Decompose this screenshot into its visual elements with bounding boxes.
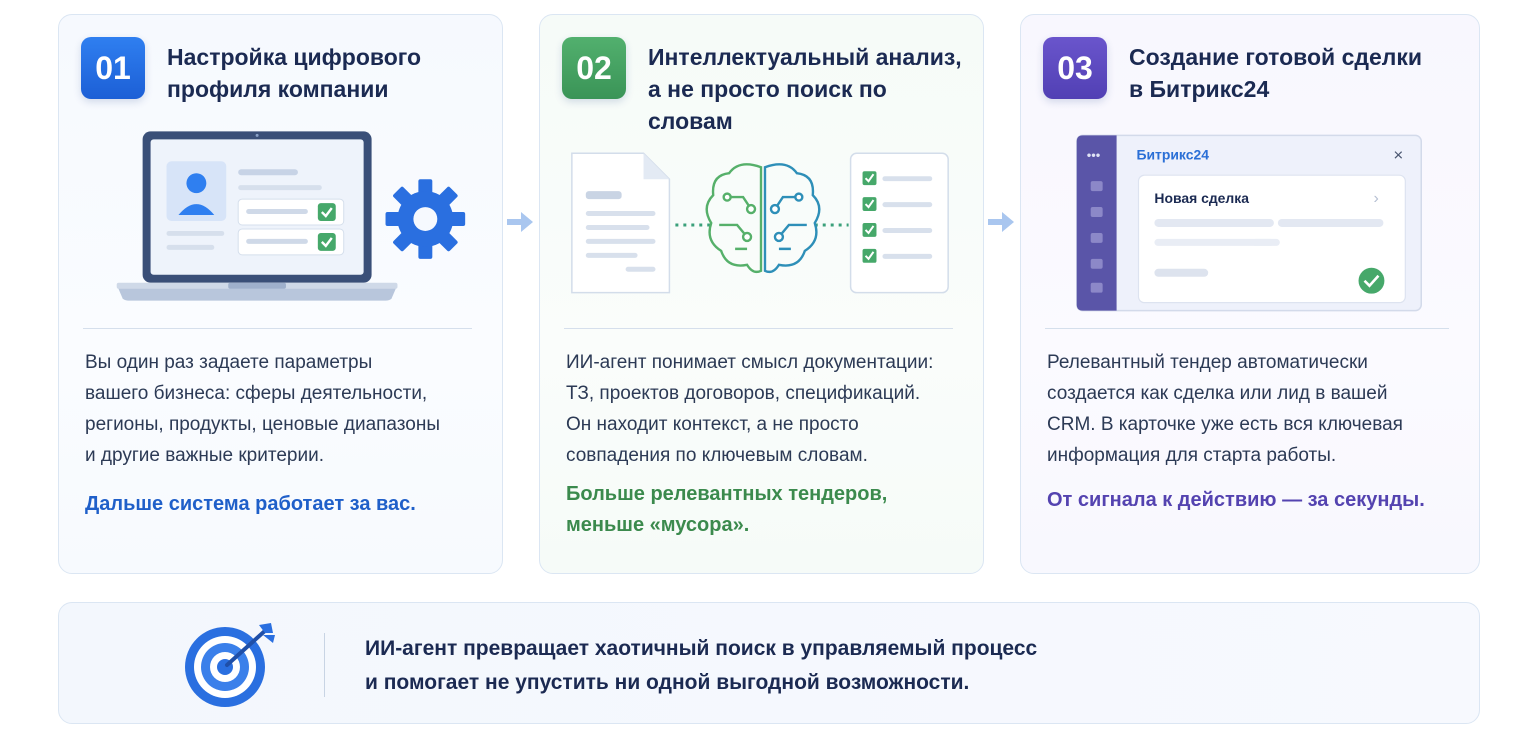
step-number-badge: 01: [81, 37, 145, 99]
step-card-1: 01 Настройка цифрового профиля компании: [58, 14, 503, 574]
arrow-right-icon: [988, 212, 1014, 232]
description-line: совпадения по ключевым словам.: [566, 445, 868, 466]
summary-line: и помогает не упустить ни одной выгодной…: [365, 671, 970, 694]
step-card-2: 02 Интеллектуальный анализ, а не просто …: [539, 14, 984, 574]
brain-icon: [705, 163, 821, 274]
accent-line: меньше «мусора».: [566, 514, 750, 536]
step-description: Релевантный тендер автоматически создает…: [1047, 347, 1447, 471]
step-title-line: Настройка цифрового: [167, 44, 422, 70]
divider: [83, 328, 472, 329]
accent-line: Дальше система работает за вас.: [85, 493, 416, 515]
step-card-3: 03 Создание готовой сделки в Битрикс24 •…: [1020, 14, 1480, 574]
step-title-line: а не просто поиск по словам: [648, 76, 887, 134]
step-title: Интеллектуальный анализ, а не просто пои…: [648, 41, 978, 137]
summary-line: ИИ-агент превращает хаотичный поиск в уп…: [365, 637, 1038, 660]
chevron-right-icon: ›: [1373, 190, 1378, 207]
analysis-illustration: [571, 152, 949, 294]
description-line: Релевантный тендер автоматически: [1047, 352, 1368, 373]
step-title: Настройка цифрового профиля компании: [167, 41, 497, 105]
summary-text: ИИ-агент превращает хаотичный поиск в уп…: [365, 632, 1265, 700]
description-line: CRM. В карточке уже есть вся ключевая: [1047, 414, 1403, 435]
step-title-line: в Битрикс24: [1129, 76, 1270, 102]
summary-banner: ИИ-агент превращает хаотичный поиск в уп…: [58, 602, 1480, 724]
description-line: Вы один раз задаете параметры: [85, 352, 373, 373]
crm-window-icon: ••• Битрикс24 × Новая сделка ›: [1076, 134, 1422, 312]
deal-card-title: Новая сделка: [1154, 190, 1249, 206]
accent-line: От сигнала к действию — за секунды.: [1047, 489, 1425, 511]
check-circle-icon: [1358, 267, 1385, 294]
step-number-badge: 03: [1043, 37, 1107, 99]
description-line: ИИ-агент понимает смысл документации:: [566, 352, 934, 373]
divider: [564, 328, 953, 329]
step-title: Создание готовой сделки в Битрикс24: [1129, 41, 1459, 105]
step-number-badge: 02: [562, 37, 626, 99]
close-icon: ×: [1393, 145, 1403, 164]
step-accent: Дальше система работает за вас.: [85, 489, 485, 520]
step-accent: От сигнала к действию — за секунды.: [1047, 485, 1447, 516]
step-description: Вы один раз задаете параметры вашего биз…: [85, 347, 485, 471]
crm-app-name: Битрикс24: [1136, 146, 1209, 162]
description-line: информация для старта работы.: [1047, 445, 1337, 466]
description-line: и другие важные критерии.: [85, 445, 324, 466]
check-icon: [317, 203, 336, 251]
description-line: ТЗ, проектов договоров, спецификаций.: [566, 383, 921, 404]
description-line: создается как сделка или лид в вашей: [1047, 383, 1388, 404]
step-title-line: профиля компании: [167, 76, 389, 102]
document-icon: [571, 152, 671, 294]
divider: [324, 633, 325, 697]
checklist-icon: [849, 152, 949, 294]
description-line: регионы, продукты, ценовые диапазоны: [85, 414, 440, 435]
accent-line: Больше релевантных тендеров,: [566, 483, 888, 505]
step-title-line: Интеллектуальный анализ,: [648, 44, 962, 70]
description-line: вашего бизнеса: сферы деятельности,: [85, 383, 428, 404]
description-line: Он находит контекст, а не просто: [566, 414, 859, 435]
divider: [1045, 328, 1449, 329]
step-description: ИИ-агент понимает смысл документации: ТЗ…: [566, 347, 966, 471]
menu-icon: •••: [1087, 147, 1101, 162]
user-avatar-icon: [166, 161, 227, 221]
step-title-line: Создание готовой сделки: [1129, 44, 1423, 70]
step-accent: Больше релевантных тендеров, меньше «мус…: [566, 479, 966, 541]
target-icon: [185, 623, 275, 707]
gear-icon: [385, 179, 466, 259]
arrow-right-icon: [507, 212, 533, 232]
laptop-icon: [116, 131, 466, 301]
